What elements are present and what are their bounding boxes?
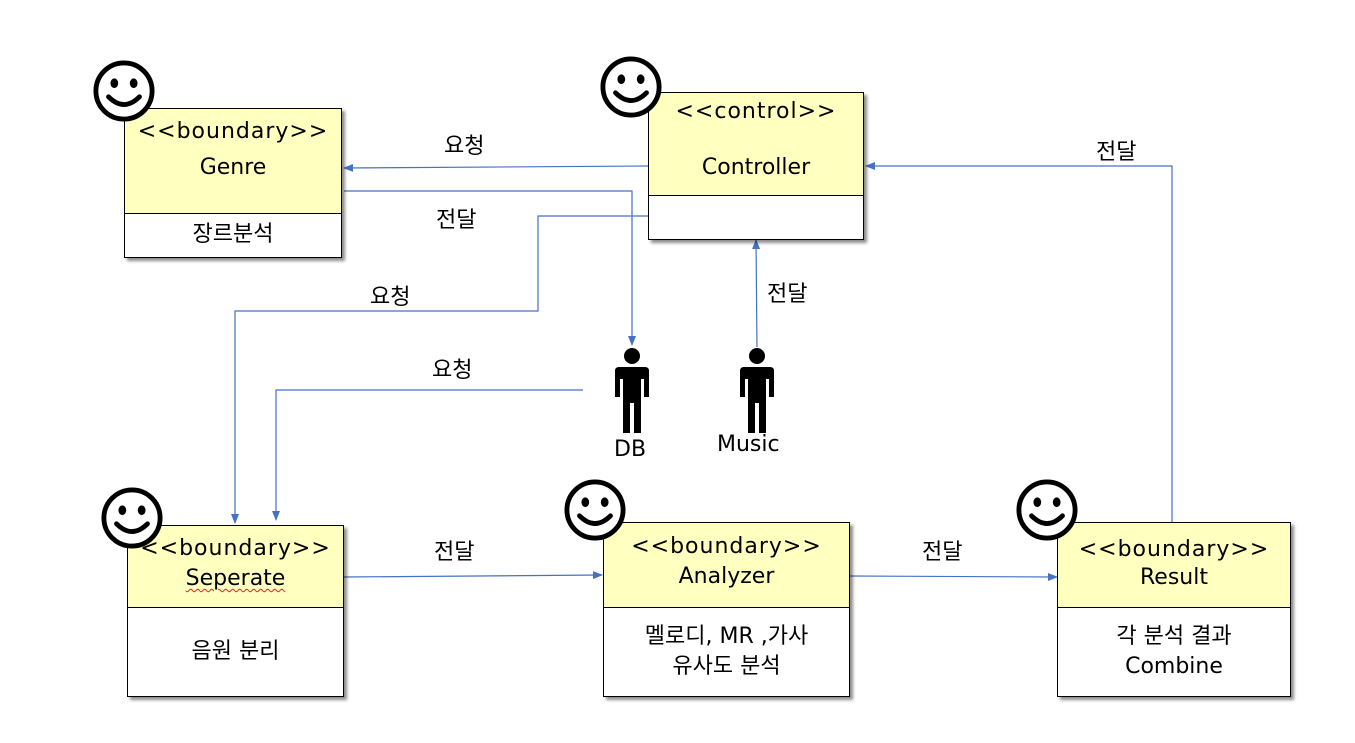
analyzer-body-line2: 유사도 분석 [672, 653, 781, 679]
smiley-face-icon [1016, 479, 1078, 541]
label-controller-to-genre: 요청 [444, 134, 485, 159]
arrow-controller-to-seperate [231, 215, 648, 524]
arrow-db-to-seperate [272, 389, 583, 521]
seperate-class-box: <<boundary>> Seperate 음원 분리 [127, 525, 344, 697]
db-actor-label: DB [614, 437, 647, 462]
analyzer-class-box: <<boundary>> Analyzer 멜로디, MR ,가사 유사도 분석 [603, 522, 850, 697]
smiley-face-icon [564, 479, 626, 541]
analyzer-body: 멜로디, MR ,가사 유사도 분석 [604, 607, 849, 696]
result-body-line1: 각 분석 결과 [1116, 623, 1232, 649]
result-body: 각 분석 결과 Combine [1058, 607, 1290, 696]
genre-stereotype: <<boundary>> [137, 119, 329, 144]
label-seperate-to-analyzer: 전달 [434, 540, 475, 565]
db-person-icon [615, 348, 649, 433]
smiley-face-icon [93, 60, 155, 122]
arrow-seperate-to-analyzer [343, 571, 603, 580]
result-name: Result [1140, 565, 1208, 590]
controller-class-box: <<control>> Controller [648, 92, 864, 240]
result-class-box: <<boundary>> Result 각 분석 결과 Combine [1057, 522, 1291, 697]
genre-class-box: <<boundary>> Genre 장르분석 [124, 108, 342, 258]
music-person-icon [740, 348, 774, 433]
label-music-to-controller: 전달 [767, 282, 808, 307]
music-actor-label: Music [717, 432, 780, 457]
controller-header: <<control>> Controller [649, 93, 863, 196]
arrow-analyzer-to-result [849, 572, 1058, 581]
result-header: <<boundary>> Result [1058, 523, 1290, 608]
genre-name: Genre [199, 155, 267, 180]
analyzer-name: Analyzer [678, 564, 775, 589]
genre-header: <<boundary>> Genre [125, 109, 341, 214]
arrow-result-to-controller [865, 162, 1173, 522]
seperate-stereotype: <<boundary>> [140, 536, 331, 561]
result-body-line2: Combine [1125, 653, 1223, 679]
arrow-controller-to-genre [343, 163, 649, 172]
arrow-music-to-controller [752, 239, 761, 348]
analyzer-stereotype: <<boundary>> [631, 534, 822, 559]
controller-stereotype: <<control>> [675, 99, 837, 124]
result-stereotype: <<boundary>> [1078, 537, 1270, 562]
smiley-face-icon [600, 56, 662, 118]
seperate-name: Seperate [185, 566, 286, 591]
genre-body: 장르분석 [192, 222, 274, 247]
controller-name: Controller [701, 155, 811, 180]
arrow-genre-to-db [344, 190, 636, 346]
label-db-to-seperate: 요청 [432, 358, 473, 383]
label-result-to-controller: 전달 [1096, 140, 1137, 165]
analyzer-body-line1: 멜로디, MR ,가사 [644, 623, 809, 649]
label-genre-deliver: 전달 [436, 208, 477, 233]
seperate-header: <<boundary>> Seperate [128, 526, 343, 608]
label-controller-to-seperate: 요청 [370, 285, 411, 310]
seperate-body: 음원 분리 [191, 638, 280, 664]
analyzer-header: <<boundary>> Analyzer [604, 523, 849, 608]
label-analyzer-to-result: 전달 [922, 540, 963, 565]
smiley-face-icon [101, 487, 163, 549]
